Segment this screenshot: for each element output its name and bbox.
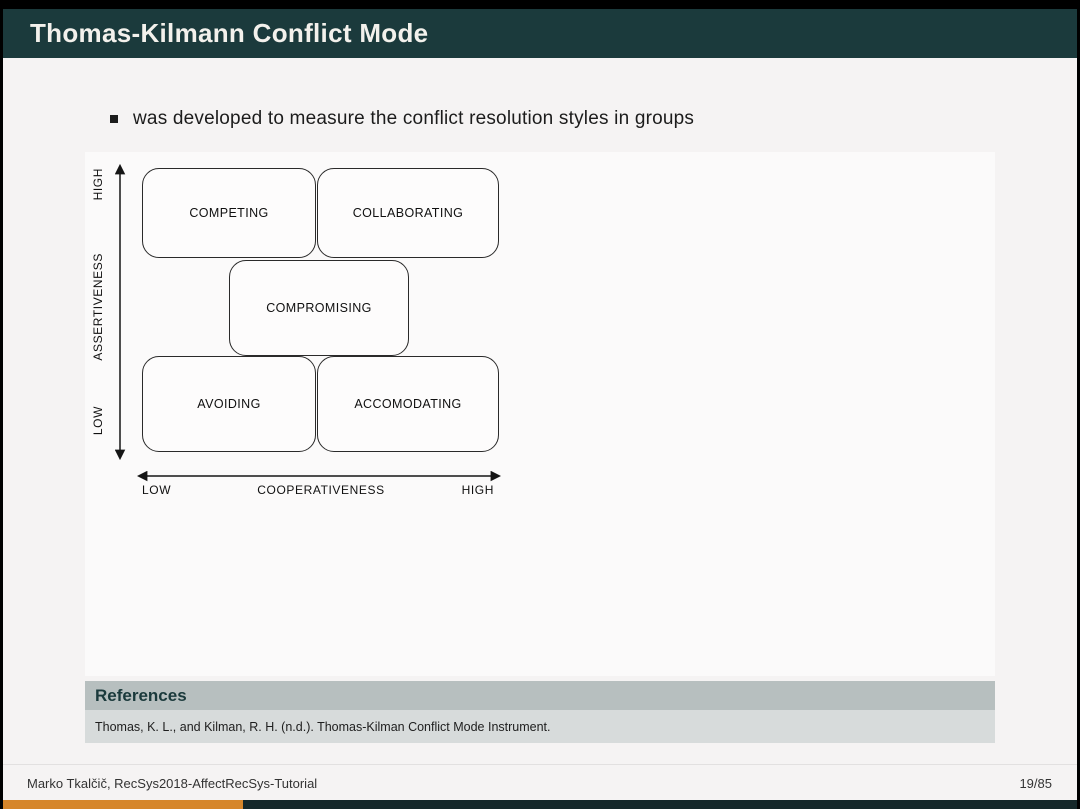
x-axis-high-label: HIGH [461, 483, 494, 497]
progress-fill [3, 800, 244, 809]
references-title: References [95, 685, 187, 705]
bullet-text: was developed to measure the conflict re… [133, 108, 695, 129]
progress-bar [3, 800, 1077, 809]
box-accomodating: ACCOMODATING [317, 356, 499, 452]
references-block: References Thomas, K. L., and Kilman, R.… [85, 681, 995, 743]
box-avoiding: AVOIDING [142, 356, 316, 452]
references-body: Thomas, K. L., and Kilman, R. H. (n.d.).… [85, 710, 995, 743]
y-axis-low-label: LOW [91, 406, 105, 436]
footer: Marko Tkalčič, RecSys2018-AffectRecSys-T… [3, 764, 1077, 800]
title-bar: Thomas-Kilmann Conflict Mode [3, 9, 1077, 58]
footer-page-number: 19/85 [1019, 776, 1052, 791]
conflict-mode-diagram: HIGH ASSERTIVENESS LOW COMPETING COLLABO… [85, 152, 995, 676]
box-collaborating: COLLABORATING [317, 168, 499, 258]
box-compromising: COMPROMISING [229, 260, 409, 356]
slide-frame: Thomas-Kilmann Conflict Mode was develop… [3, 9, 1077, 809]
box-competing: COMPETING [142, 168, 316, 258]
footer-author: Marko Tkalčič, RecSys2018-AffectRecSys-T… [27, 776, 318, 791]
x-axis-low-label: LOW [142, 483, 172, 497]
reference-item: Thomas, K. L., and Kilman, R. H. (n.d.).… [95, 719, 551, 734]
bullet-item: was developed to measure the conflict re… [110, 108, 694, 130]
y-axis-high-label: HIGH [91, 168, 105, 201]
references-header: References [85, 681, 995, 710]
bullet-square-icon [110, 115, 118, 123]
x-axis-title: COOPERATIVENESS [257, 483, 385, 497]
y-axis-title: ASSERTIVENESS [91, 253, 105, 361]
axes-svg [114, 163, 502, 482]
slide-title: Thomas-Kilmann Conflict Mode [30, 18, 429, 48]
